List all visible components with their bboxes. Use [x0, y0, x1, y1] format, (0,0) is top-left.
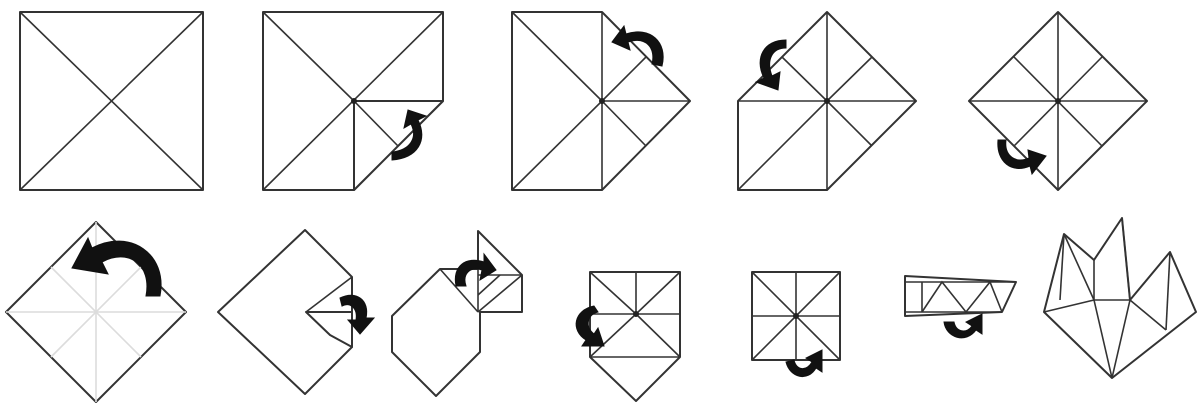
center-dot [824, 98, 830, 104]
step-11 [905, 276, 1016, 338]
step-4 [738, 12, 916, 190]
center-dot [351, 98, 357, 104]
step-5 [969, 12, 1147, 190]
curved-arrow-icon [944, 314, 982, 338]
center-dot [1055, 98, 1061, 104]
step-7 [218, 230, 374, 394]
center-dot [599, 98, 605, 104]
center-dot [793, 313, 799, 319]
paper-shape [590, 272, 680, 401]
paper-shape [392, 231, 522, 396]
step-1 [20, 12, 203, 190]
step-8 [392, 231, 522, 396]
step-9 [576, 272, 680, 401]
step-10 [752, 272, 840, 377]
step-12 [1044, 218, 1196, 378]
step-2 [263, 12, 443, 190]
step-3 [512, 12, 690, 190]
center-dot [633, 311, 639, 317]
step-6 [6, 222, 186, 402]
